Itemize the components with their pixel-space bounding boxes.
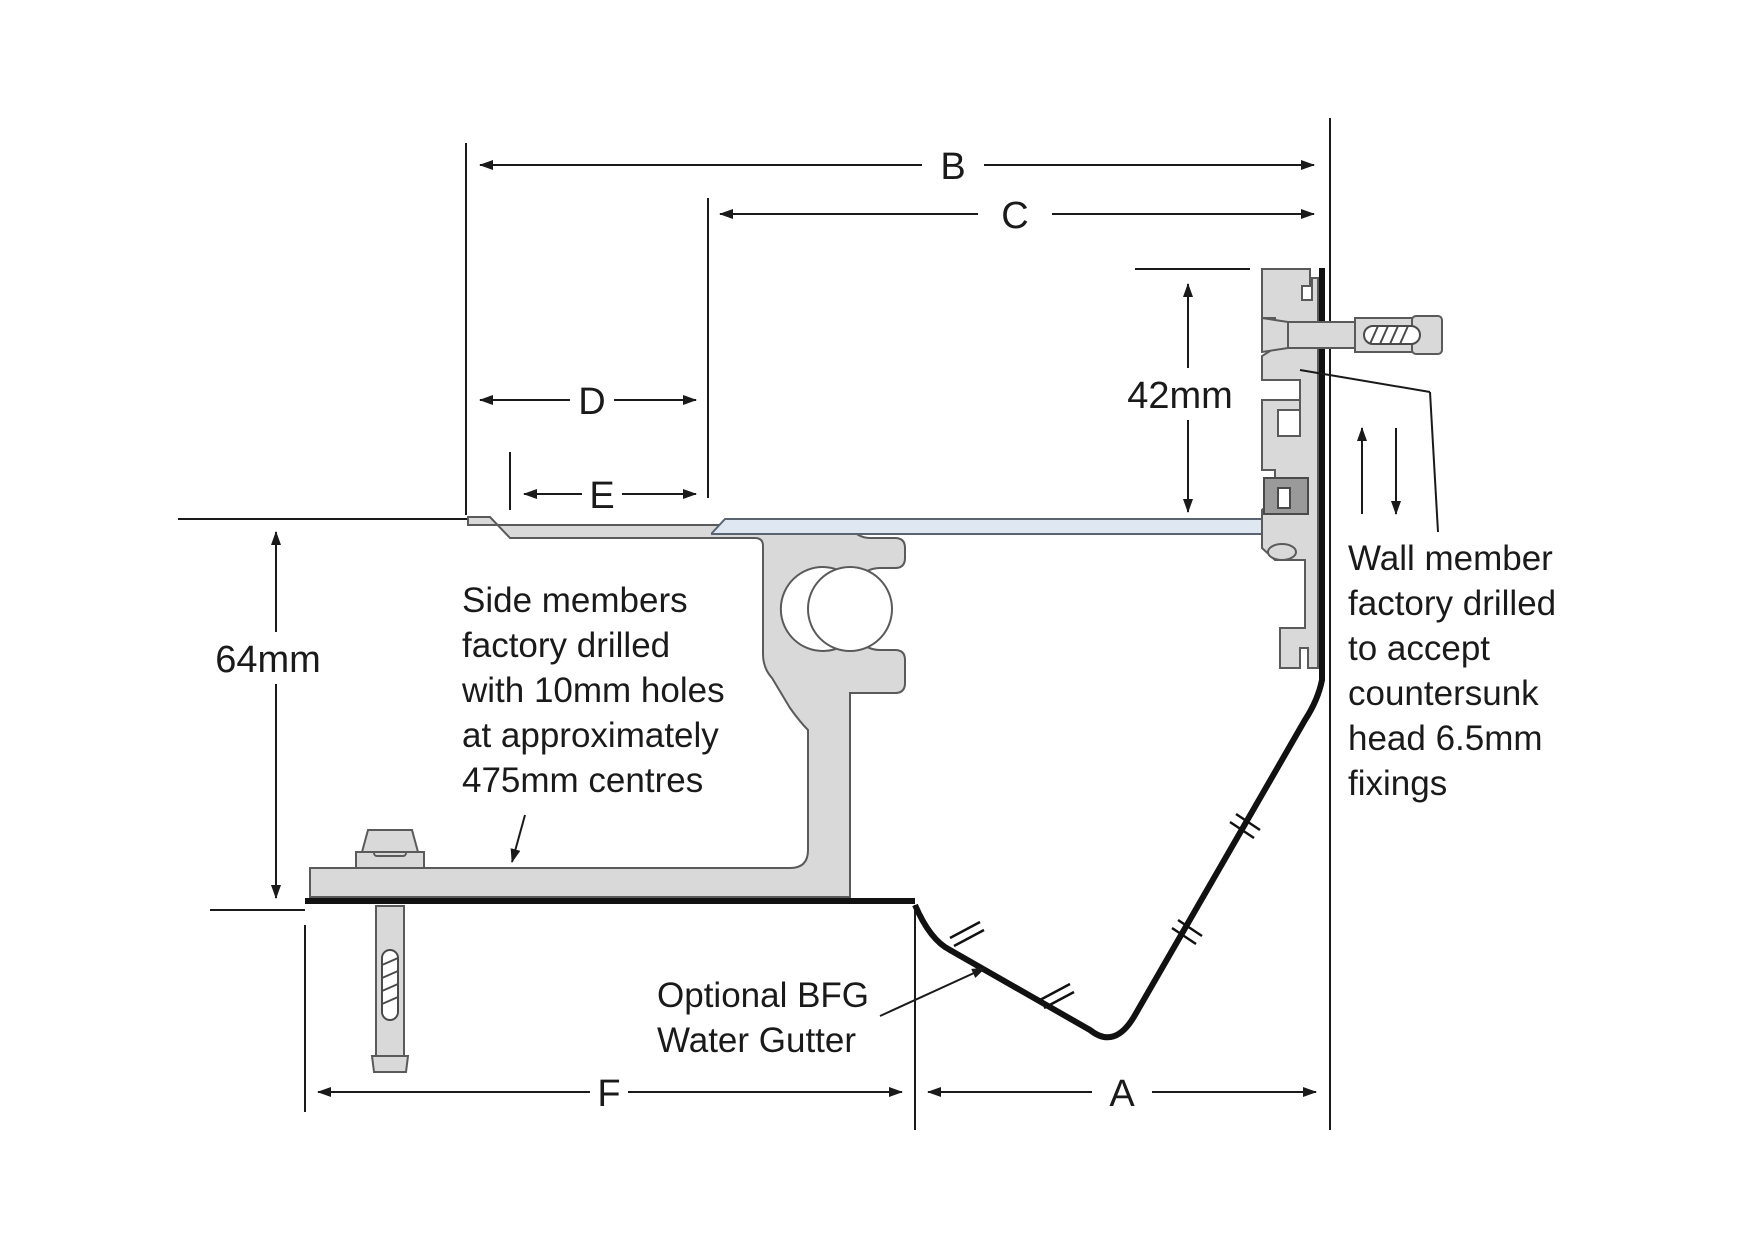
wall-member-note: Wall member factory drilled to accept co…: [1348, 539, 1556, 803]
dimension-f: F: [317, 1073, 903, 1115]
side-member-clip: [807, 566, 893, 652]
dimension-a: A: [927, 1073, 1317, 1115]
wall-member-note-line-4: countersunk: [1348, 674, 1539, 713]
dimension-d: D: [479, 381, 697, 423]
gutter-break-marks: [949, 812, 1261, 1010]
leader-lines: [510, 369, 1439, 1017]
gutter-note-line-2: Water Gutter: [657, 1021, 856, 1060]
wall-member-slot: [1277, 487, 1291, 509]
wall-member-nut: [1267, 543, 1297, 561]
dimension-64mm: 64mm: [215, 531, 321, 899]
wall-membrane: [912, 268, 1325, 1041]
extension-lines: [178, 143, 1250, 1130]
side-members-note-line-1: Side members: [462, 581, 688, 620]
dimension-b: B: [479, 146, 1315, 188]
wall-member-note-line-6: fixings: [1348, 764, 1447, 803]
dimension-64mm-label: 64mm: [215, 639, 321, 681]
side-members-note-line-2: factory drilled: [462, 626, 670, 665]
dimension-c-label: C: [1001, 195, 1028, 237]
wall-member-note-line-1: Wall member: [1348, 539, 1553, 578]
side-members-note: Side members factory drilled with 10mm h…: [461, 581, 725, 800]
gutter-note: Optional BFG Water Gutter: [657, 976, 869, 1060]
side-members-note-line-4: at approximately: [462, 716, 719, 755]
dimension-c: C: [719, 195, 1315, 237]
side-members-note-line-5: 475mm centres: [462, 761, 703, 800]
dimension-a-label: A: [1109, 1073, 1135, 1115]
dimension-42mm-label: 42mm: [1127, 375, 1233, 417]
dimension-e-label: E: [589, 475, 614, 517]
dimension-d-label: D: [578, 381, 605, 423]
wall-member-note-line-3: to accept: [1348, 629, 1490, 668]
dimension-b-label: B: [940, 146, 965, 188]
dimension-e: E: [523, 475, 697, 517]
wall-member-note-line-2: factory drilled: [1348, 584, 1556, 623]
wall-anchor: [1261, 315, 1443, 355]
glazing-panel: [711, 518, 1319, 535]
movement-arrows: [1357, 427, 1401, 515]
dimension-42mm: 42mm: [1127, 283, 1233, 513]
wall-member-note-line-5: head 6.5mm: [1348, 719, 1543, 758]
floor-anchor: [355, 829, 425, 1073]
side-members-note-line-3: with 10mm holes: [461, 671, 725, 710]
gutter-note-line-1: Optional BFG: [657, 976, 869, 1015]
dimension-f-label: F: [597, 1073, 620, 1115]
